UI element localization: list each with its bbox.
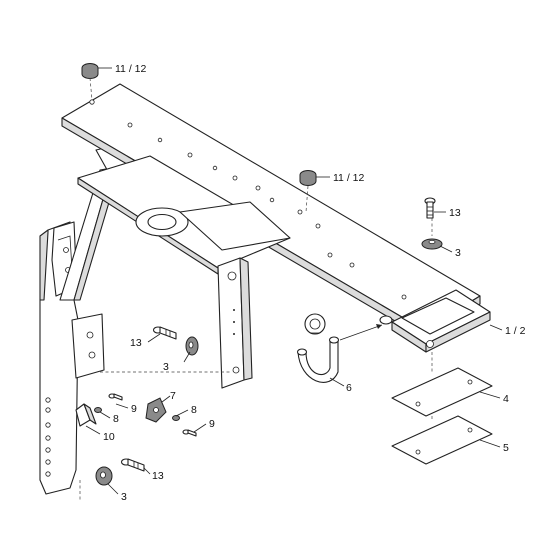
clamp-arrow xyxy=(339,324,383,341)
washer-left-middle xyxy=(185,336,199,356)
bolt-bottom xyxy=(120,458,145,472)
screw-9-right xyxy=(182,429,197,437)
callout-3-middle: 3 xyxy=(163,361,169,373)
callout-3-bottom: 3 xyxy=(121,491,127,503)
bracket-7 xyxy=(145,397,167,423)
callout-4: 4 xyxy=(503,393,509,405)
rubber-cap-upper xyxy=(81,63,99,101)
end-plate xyxy=(379,289,491,353)
washer-bottom xyxy=(95,466,113,486)
callout-5: 5 xyxy=(503,442,509,454)
cross-plate xyxy=(77,155,291,275)
callout-11-12-middle: 11 / 12 xyxy=(333,172,364,184)
callout-13-bottom: 13 xyxy=(152,470,164,482)
info-ring-icon xyxy=(304,313,326,335)
callout-13-middle: 13 xyxy=(130,337,142,349)
callout-9-right: 9 xyxy=(209,418,215,430)
gasket-4 xyxy=(391,352,493,417)
callout-13-right: 13 xyxy=(449,207,461,219)
washer-right xyxy=(421,238,443,250)
nut-8-left xyxy=(94,407,102,413)
screw-9-left xyxy=(108,393,123,401)
callout-6: 6 xyxy=(346,382,352,394)
callout-3-right: 3 xyxy=(455,247,461,259)
nut-8-right xyxy=(172,415,180,421)
gasket-5 xyxy=(391,415,493,465)
callout-11-12-upper: 11 / 12 xyxy=(115,63,146,75)
callout-10: 10 xyxy=(103,431,115,443)
callout-9-left: 9 xyxy=(131,403,137,415)
u-clamp xyxy=(296,336,340,383)
vertical-leg xyxy=(217,257,253,389)
callout-8-left: 8 xyxy=(113,413,119,425)
callout-leaders xyxy=(85,67,503,495)
bracket-10 xyxy=(75,403,97,427)
arrow-head-icon xyxy=(376,324,382,329)
rubber-cap-middle xyxy=(299,170,317,213)
bolt-left-middle xyxy=(152,326,177,340)
bolt-right xyxy=(424,197,436,219)
callout-7: 7 xyxy=(170,390,176,402)
callout-1-2: 1 / 2 xyxy=(505,325,526,337)
callout-8-right: 8 xyxy=(191,404,197,416)
